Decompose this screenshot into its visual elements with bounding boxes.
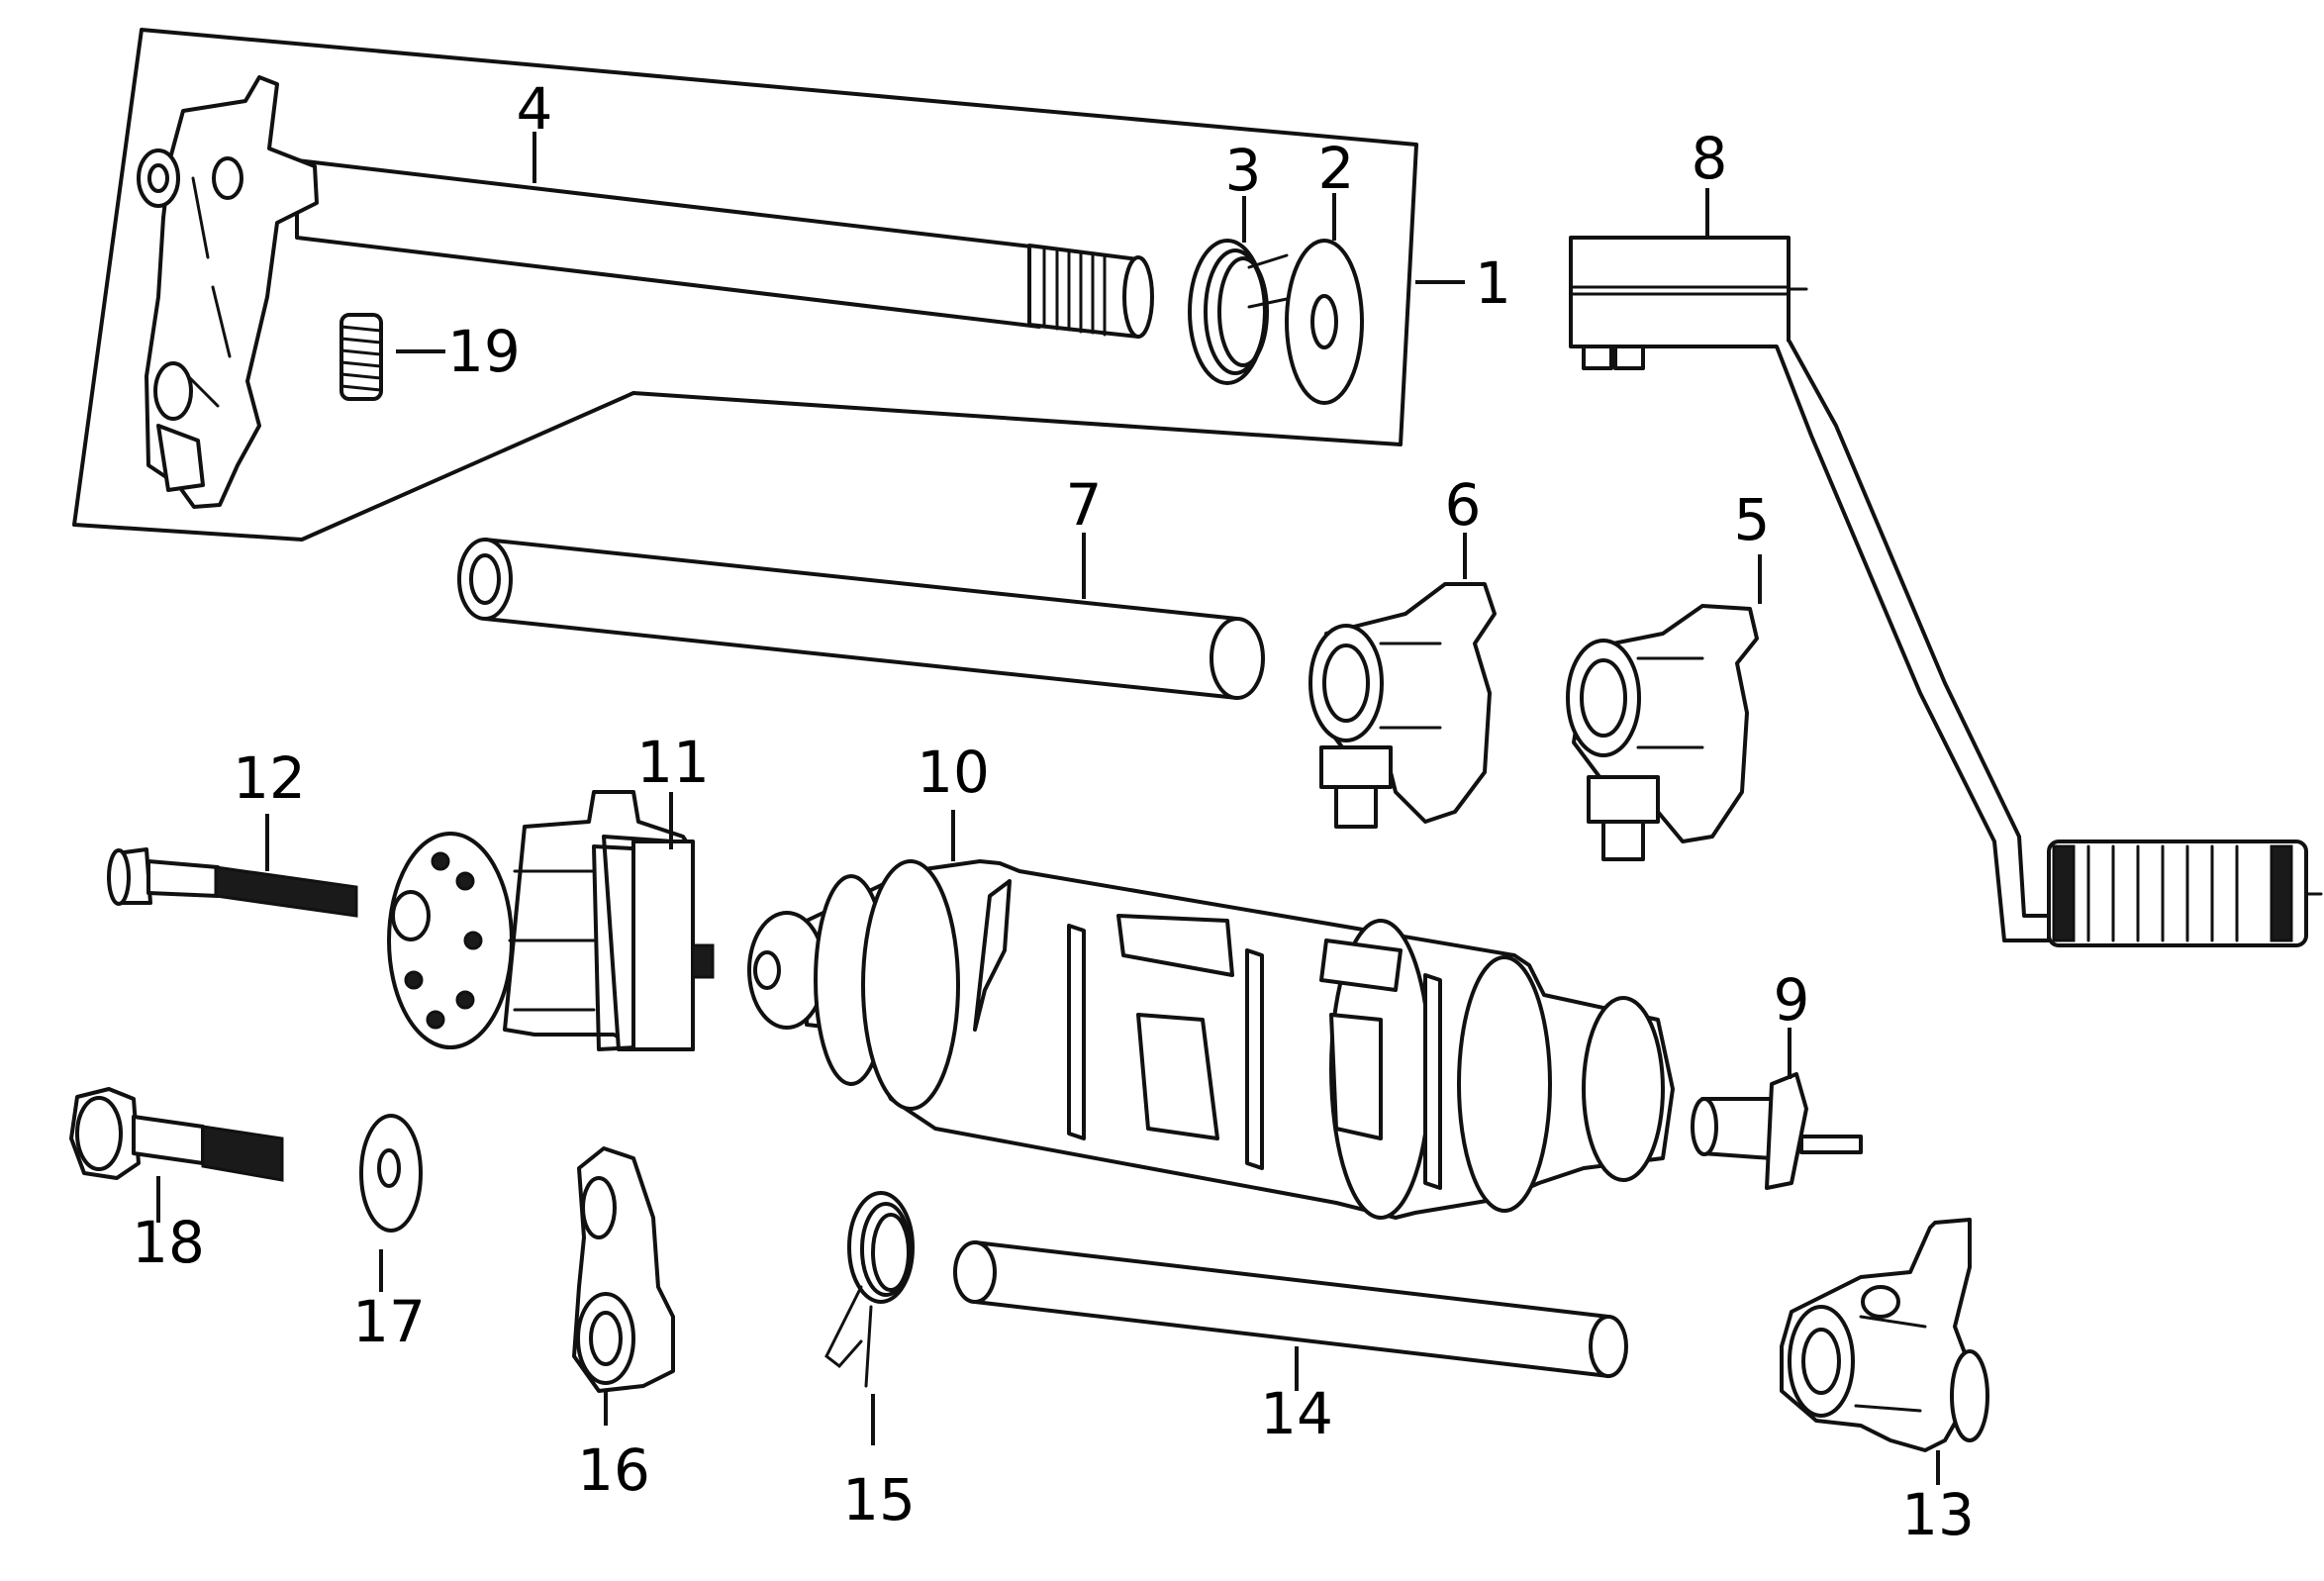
part-13-shift-fork	[1780, 1218, 1989, 1452]
callout-12: 12	[233, 744, 306, 812]
callout-2: 2	[1318, 135, 1355, 202]
part-4-shift-shaft	[137, 75, 1154, 509]
callout-6: 6	[1445, 471, 1482, 539]
callout-17: 17	[352, 1288, 426, 1355]
part-6-shift-fork	[1308, 582, 1497, 829]
callout-14: 14	[1260, 1380, 1333, 1447]
callout-4: 4	[517, 75, 553, 143]
callout-7: 7	[1066, 471, 1103, 539]
part-9-pin	[1691, 1072, 1863, 1190]
part-19-spring	[339, 313, 383, 401]
part-14-fork-shaft	[953, 1240, 1628, 1378]
part-3-torsion-spring	[1188, 239, 1289, 385]
part-2-washer	[1285, 239, 1364, 405]
part-15-spring	[824, 1191, 915, 1388]
callout-11: 11	[636, 729, 710, 796]
part-18-flange-bolt	[69, 1087, 284, 1182]
callout-9: 9	[1774, 966, 1810, 1034]
assembly-group-outline	[72, 28, 1418, 542]
callout-19: 19	[447, 318, 521, 385]
part-7-fork-shaft	[457, 538, 1265, 700]
leader-lines	[156, 132, 1940, 1485]
callout-numbers: 1 2 3 4 5 6 7 8 9 10 11 12 13 14 15 16 1…	[132, 75, 1975, 1548]
part-10-shift-drum	[747, 859, 1675, 1220]
part-16-detent-arm	[572, 1146, 675, 1393]
callout-16: 16	[577, 1436, 650, 1504]
callout-8: 8	[1692, 125, 1728, 192]
callout-5: 5	[1734, 486, 1771, 553]
callout-1: 1	[1475, 249, 1511, 317]
part-5-shift-fork	[1566, 604, 1759, 861]
callout-18: 18	[132, 1209, 205, 1276]
callout-15: 15	[842, 1466, 916, 1533]
part-12-bolt	[107, 847, 358, 918]
part-11-star-wheel	[387, 790, 715, 1051]
callout-3: 3	[1225, 137, 1262, 204]
part-8-shift-pedal	[1569, 236, 2323, 947]
callout-13: 13	[1901, 1481, 1975, 1548]
part-17-washer	[359, 1114, 423, 1233]
callout-10: 10	[917, 739, 990, 806]
